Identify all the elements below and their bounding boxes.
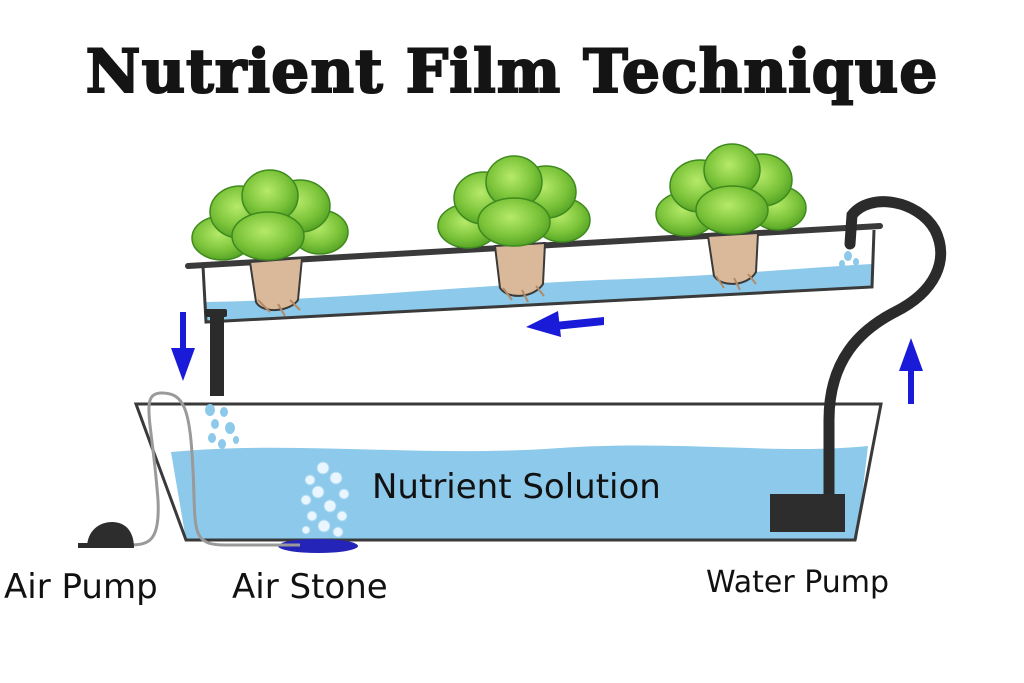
water-pump <box>770 494 845 532</box>
air-line <box>129 391 300 547</box>
label-air-pump: Air Pump <box>4 567 158 607</box>
reservoir-outline <box>133 402 883 542</box>
outlet-splash <box>839 251 859 268</box>
label-water-pump: Water Pump <box>706 565 889 600</box>
diagram-title: Nutrient Film Technique <box>85 37 939 107</box>
arrow-left <box>526 311 604 337</box>
air-stone <box>278 539 358 553</box>
air-bubbles <box>300 461 350 538</box>
plant-3 <box>655 143 807 291</box>
label-nutrient-solution: Nutrient Solution <box>372 467 661 507</box>
water-drops <box>205 404 239 449</box>
plant-1 <box>191 169 349 317</box>
arrow-up <box>899 338 923 404</box>
return-hose <box>823 196 947 518</box>
channel-outline <box>201 229 876 324</box>
channel-water <box>206 264 872 322</box>
arrow-down <box>171 312 195 381</box>
plant-2 <box>437 155 591 303</box>
air-pump <box>78 522 134 548</box>
drain-pipe <box>205 309 227 396</box>
label-air-stone: Air Stone <box>232 567 388 607</box>
